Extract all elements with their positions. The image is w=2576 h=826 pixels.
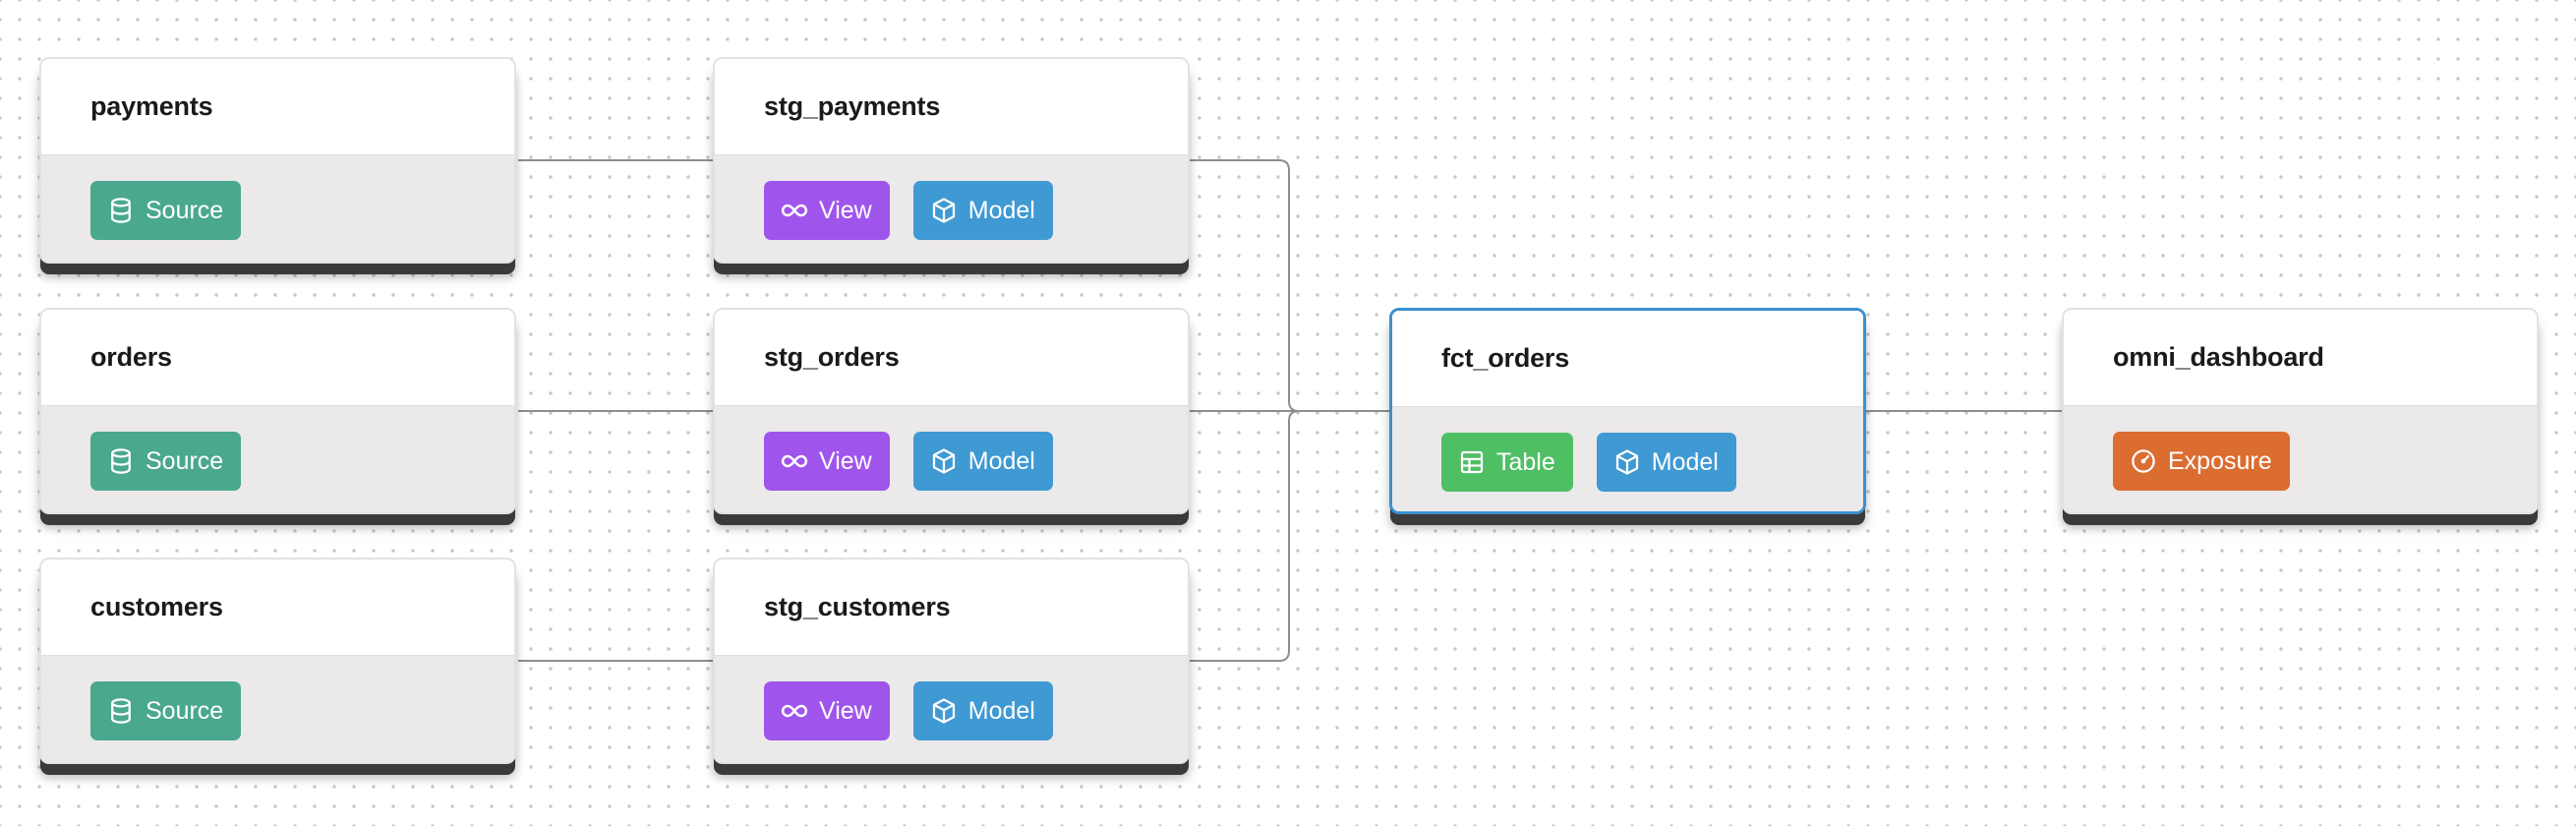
gauge-icon: [2132, 449, 2155, 473]
database-icon: [111, 198, 131, 223]
view-badge: View: [764, 432, 890, 491]
source-badge: Source: [90, 181, 242, 240]
view-badge: View: [764, 181, 890, 240]
badge-label: Source: [146, 696, 224, 725]
model-badge: Model: [912, 432, 1053, 491]
model-badge: Model: [912, 681, 1053, 740]
node-omni_dashboard[interactable]: omni_dashboard Exposure: [2062, 308, 2539, 514]
badge-label: View: [819, 696, 872, 725]
edge-stg_payments-fct_orders: [1190, 159, 1389, 412]
node-title: stg_customers: [764, 592, 951, 621]
badge-label: Source: [146, 196, 224, 224]
cube-icon: [932, 198, 955, 223]
source-badge: Source: [90, 432, 242, 491]
edge-stg_customers-fct_orders: [1190, 410, 1389, 662]
node-stg_payments[interactable]: stg_payments View Model: [713, 57, 1190, 264]
infinity-icon: [781, 204, 808, 217]
badge-label: Model: [967, 196, 1035, 224]
node-orders[interactable]: orders Source: [39, 308, 516, 514]
node-stg_customers[interactable]: stg_customers View Model: [713, 558, 1190, 764]
node-payments[interactable]: payments Source: [39, 57, 516, 264]
database-icon: [111, 698, 131, 724]
node-title: stg_orders: [764, 342, 900, 372]
node-title: customers: [90, 592, 223, 621]
node-title: stg_payments: [764, 91, 941, 121]
infinity-icon: [781, 454, 808, 468]
model-badge: Model: [1596, 433, 1736, 492]
table-icon: [1460, 450, 1484, 474]
badge-label: Exposure: [2168, 446, 2272, 475]
node-title: orders: [90, 342, 172, 372]
node-fct_orders[interactable]: fct_orders Table Model: [1389, 308, 1866, 514]
badge-label: Model: [967, 446, 1035, 475]
badge-label: Model: [967, 696, 1035, 725]
cube-icon: [932, 698, 955, 724]
database-icon: [111, 448, 131, 474]
node-stg_orders[interactable]: stg_orders View Model: [713, 308, 1190, 514]
badge-label: Model: [1651, 447, 1719, 476]
badge-label: Table: [1496, 447, 1555, 476]
model-badge: Model: [912, 181, 1053, 240]
view-badge: View: [764, 681, 890, 740]
table-badge: Table: [1441, 433, 1573, 492]
source-badge: Source: [90, 681, 242, 740]
badge-label: Source: [146, 446, 224, 475]
infinity-icon: [781, 704, 808, 718]
node-customers[interactable]: customers Source: [39, 558, 516, 764]
badge-label: View: [819, 446, 872, 475]
badge-label: View: [819, 196, 872, 224]
node-title: omni_dashboard: [2113, 342, 2324, 372]
node-title: fct_orders: [1441, 343, 1570, 373]
node-title: payments: [90, 91, 213, 121]
cube-icon: [932, 448, 955, 474]
exposure-badge: Exposure: [2113, 432, 2290, 491]
cube-icon: [1615, 449, 1638, 475]
